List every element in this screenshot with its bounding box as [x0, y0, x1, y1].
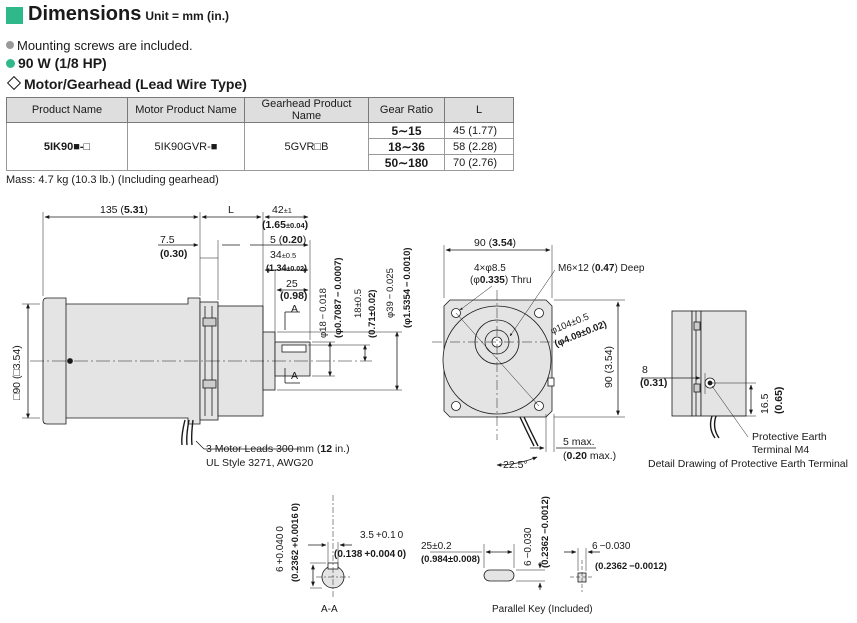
section-aa-view: [308, 495, 352, 598]
section-aa-labels: 6 +0.040 0 (0.2362 +0.0016 0) 3.5 +0.1 0…: [275, 503, 406, 615]
gearhead-product-name-cell: 5GVR□B: [244, 122, 369, 171]
product-name-cell: 5IK90■-□: [6, 122, 128, 171]
dim-6-section: 6 +0.040 0: [275, 526, 286, 572]
dim-34: 34±0.5: [270, 249, 296, 261]
parallel-key-view: [430, 544, 600, 592]
dim-8-in: (0.31): [640, 377, 667, 389]
pe-label: Protective Earth: [752, 431, 827, 443]
dim-18-in: (0.71±0.02): [367, 289, 378, 338]
dim-8: 8: [642, 364, 648, 376]
detail-view: [641, 310, 756, 439]
dim-16-5: 16.5: [759, 393, 771, 414]
dim-3-5: 3.5 +0.1 0: [360, 530, 404, 541]
dim-dia18-in: (φ0.7087 − 0.0007): [333, 257, 344, 338]
parallel-key-labels: 25±0.2 (0.984±0.008) 6 −0.030 (0.2362 −0…: [421, 496, 667, 615]
unit-label: Unit = mm (in.): [145, 9, 230, 23]
key-side: [483, 569, 515, 582]
dim-7-5-in: (0.30): [160, 248, 187, 260]
col-motor-product-name: Motor Product Name: [127, 97, 245, 123]
gear-ratio-cell: 50∼180: [368, 154, 445, 171]
table-row: 50∼180 70 (2.76): [7, 154, 514, 171]
dim-18: 18±0.5: [353, 289, 364, 318]
dim-16-5-in: (0.65): [773, 387, 785, 414]
mount-hole-icon: [534, 308, 544, 318]
dim-6-key-height: 6 −0.030: [523, 527, 534, 566]
side-view: [22, 212, 402, 450]
dim-dia18: φ18 − 0.018: [318, 288, 329, 338]
table-header-row: Product Name Motor Product Name Gearhead…: [6, 97, 514, 123]
dim-5: 5 (0.20): [270, 234, 306, 246]
l-cell: 70 (2.76): [444, 154, 514, 171]
spec-table: Product Name Motor Product Name Gearhead…: [6, 97, 514, 171]
section-a-bottom-label: A: [291, 370, 298, 382]
dim-6-key-width: 6 −0.030: [592, 541, 631, 552]
detail-caption: Detail Drawing of Protective Earth Termi…: [648, 458, 848, 470]
dim-7-5: 7.5: [160, 234, 175, 246]
dim-5max-in: (0.20 max.): [563, 450, 616, 462]
col-gearhead-product-name: Gearhead Product Name: [244, 97, 369, 123]
dim-dia39: φ39 − 0.025: [385, 268, 396, 318]
holes-label-in: (φ0.335) Thru: [470, 275, 532, 286]
dim-dia39-in: (φ1.5354 − 0.0010): [402, 247, 413, 328]
table-row: 5IK90■-□ 5IK90GVR-■ 5GVR□B 5∼15 45 (1.77…: [6, 122, 514, 171]
note-screws: Mounting screws are included.: [6, 38, 193, 53]
detail-view-labels: 8 (0.31) 16.5 (0.65) Protective Earth Te…: [640, 364, 848, 470]
dim-25-key: 25±0.2: [421, 541, 452, 552]
l-cell: 45 (1.77): [444, 122, 514, 139]
front-view: [432, 245, 625, 467]
dim-42-in: (1.65±0.04): [262, 219, 308, 231]
dim-6-section-in: (0.2362 +0.0016 0): [290, 503, 301, 582]
dim-square-90: □90 (□3.54): [11, 345, 23, 400]
angle-label: 22.5°: [503, 459, 528, 471]
dim-25-key-in: (0.984±0.008): [421, 554, 480, 565]
section-a-top-label: A: [291, 303, 298, 315]
leads-spec-label: UL Style 3271, AWG20: [206, 457, 313, 469]
dim-25-in: (0.98): [280, 290, 307, 302]
note-power: 90 W (1/8 HP): [6, 55, 107, 71]
section-aa-caption: A-A: [321, 604, 338, 615]
holes-label: 4×φ8.5: [474, 263, 506, 274]
bullet-icon: [6, 41, 14, 49]
motor-product-name-cell: 5IK90GVR-■: [127, 122, 245, 171]
pe-terminal-label: Terminal M4: [752, 444, 809, 456]
mount-hole-icon: [451, 401, 461, 411]
dim-42: 42±1: [272, 204, 292, 216]
dim-34-in: (1.34±0.02): [266, 263, 307, 273]
dim-6-key-height-in: (0.2362 −0.0012): [540, 496, 551, 568]
dim-5max: 5 max.: [563, 436, 595, 448]
col-product-name: Product Name: [6, 97, 128, 123]
col-gear-ratio: Gear Ratio: [368, 97, 445, 123]
dim-135: 135 (5.31): [100, 204, 148, 216]
m6-label: M6×12 (0.47) Deep: [558, 263, 645, 274]
dim-90-height: 90 (3.54): [603, 346, 615, 388]
dim-l: L: [228, 204, 234, 216]
parallel-key-caption: Parallel Key (Included): [492, 604, 593, 615]
side-view-labels: 135 (5.31) L 42±1 (1.65±0.04) 5 (0.20) 3…: [11, 204, 413, 469]
bullet-icon: [6, 59, 15, 68]
dim-6-key-width-in: (0.2362 −0.0012): [595, 561, 667, 572]
dim-90-width: 90 (3.54): [474, 237, 516, 249]
motor-leads-label: 3 Motor Leads 300 mm (12 in.): [206, 443, 350, 455]
dim-3-5-in: (0.138 +0.004 0): [334, 549, 406, 560]
mass-note: Mass: 4.7 kg (10.3 lb.) (Including gearh…: [6, 174, 219, 186]
section-heading: Motor/Gearhead (Lead Wire Type): [6, 75, 247, 92]
dim-25: 25: [286, 278, 298, 290]
section-marker: [6, 7, 23, 24]
